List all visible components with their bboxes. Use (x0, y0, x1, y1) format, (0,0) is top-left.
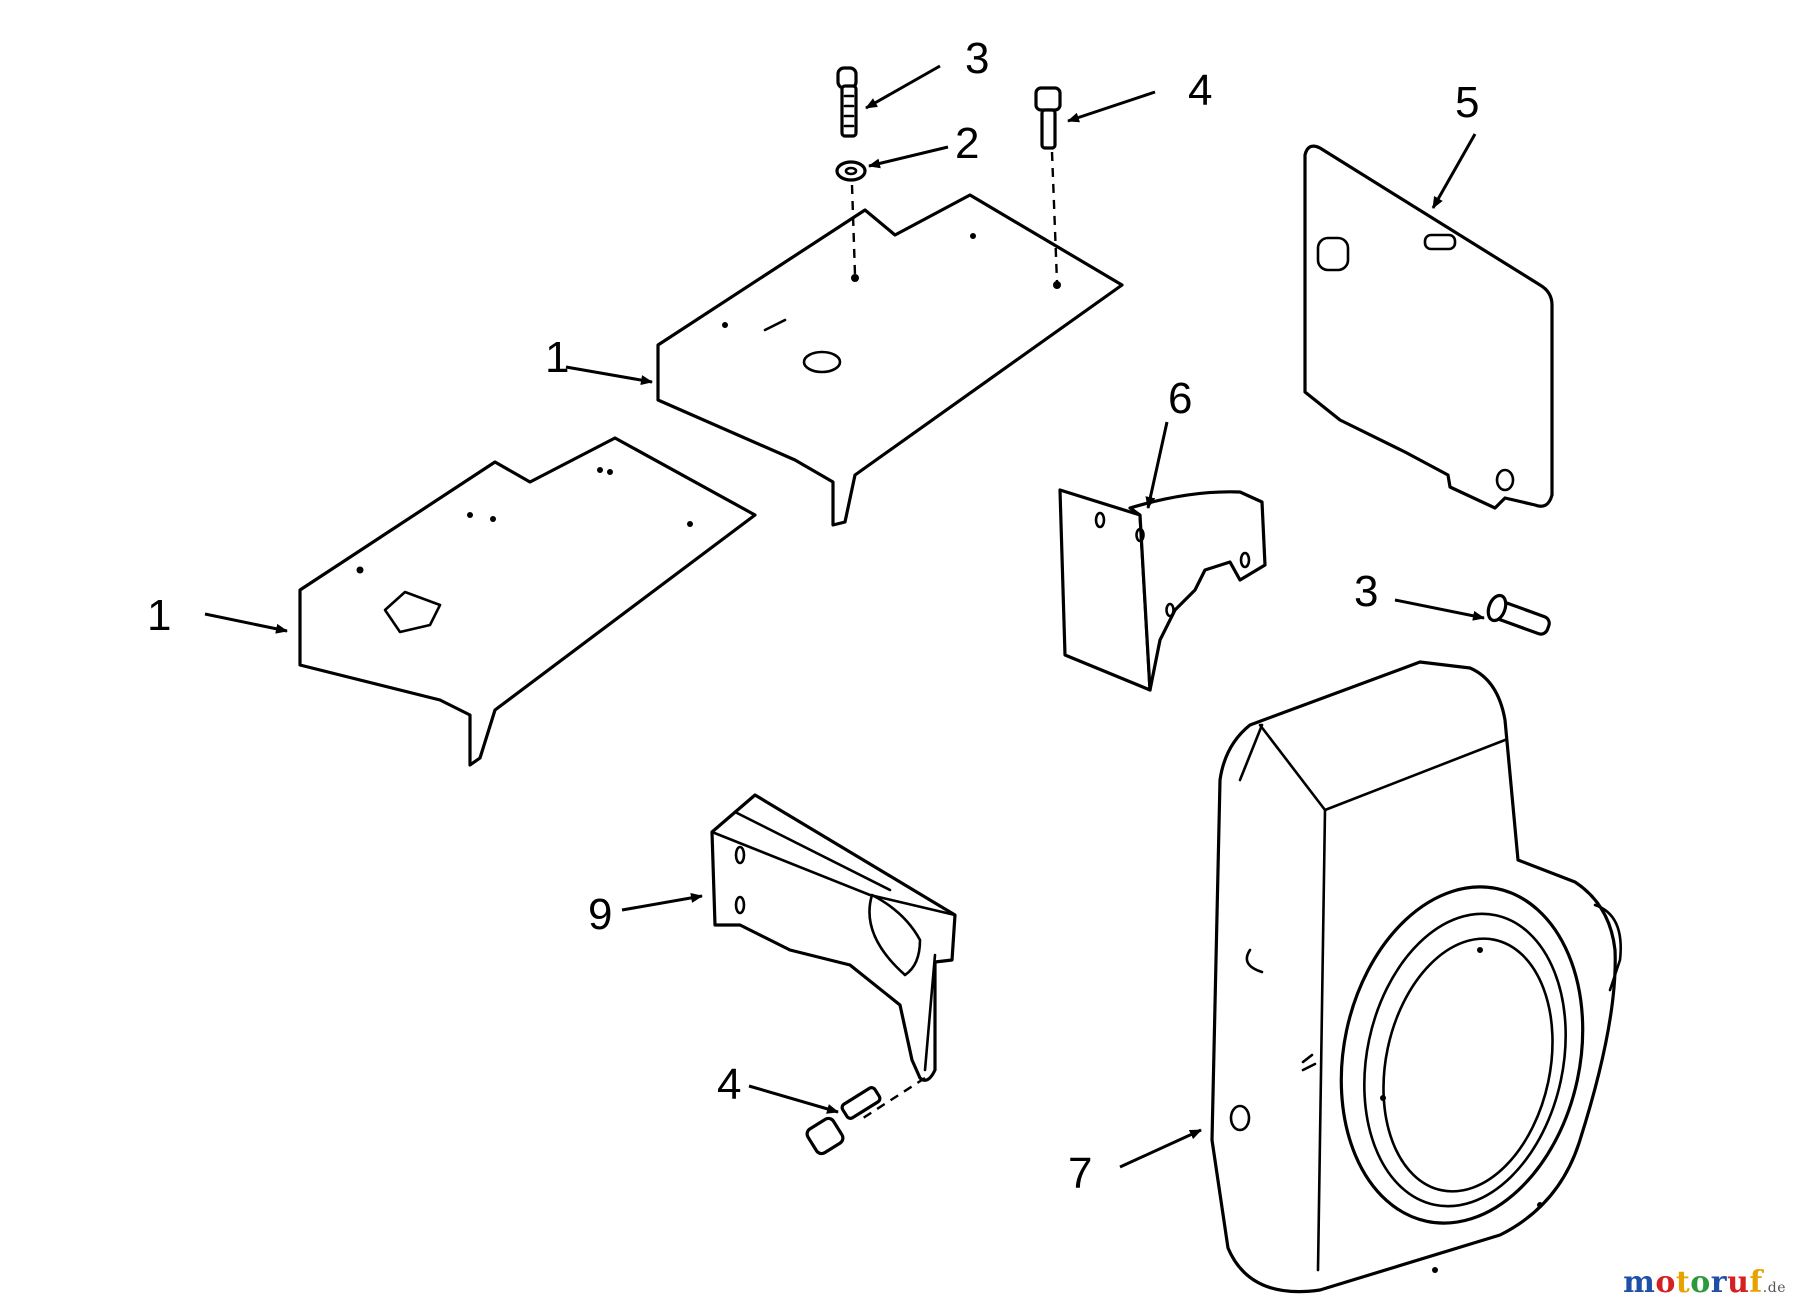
screw-upper (836, 66, 858, 138)
watermark-suffix: .de (1762, 1280, 1786, 1296)
watermark-logo: motoruf.de (1623, 1265, 1786, 1300)
assembly-line-2 (1050, 151, 1059, 283)
callout-7: 7 (1068, 1149, 1092, 1198)
watermark-letter: t (1675, 1265, 1691, 1300)
callout-6: 6 (1168, 374, 1192, 423)
callout-1-lower: 1 (147, 591, 171, 640)
shroud-plate-upper (656, 193, 1124, 527)
assembly-line-3 (859, 1076, 926, 1122)
bolt-upper (1034, 86, 1062, 150)
callout-9: 9 (588, 890, 612, 939)
watermark-letter: f (1749, 1265, 1763, 1300)
blower-housing (1210, 660, 1622, 1294)
callout-5: 5 (1455, 78, 1479, 127)
callout-3-right: 3 (1354, 567, 1378, 616)
callout-4-lower: 4 (717, 1060, 741, 1109)
bolt-lower (805, 1086, 882, 1156)
callout-4-upper: 4 (1188, 66, 1212, 115)
callout-1-upper: 1 (545, 333, 569, 382)
watermark-letter: u (1727, 1265, 1750, 1300)
small-baffle (1058, 488, 1267, 692)
callout-3-upper: 3 (965, 34, 989, 83)
watermark-letter: m (1623, 1265, 1656, 1300)
leader-arrows (204, 64, 1485, 1169)
shroud-plate-lower (298, 436, 757, 767)
watermark-letters: motoruf (1623, 1265, 1763, 1300)
watermark-letter: o (1655, 1265, 1676, 1300)
callout-2: 2 (955, 119, 979, 168)
bracket (710, 793, 957, 1082)
watermark-letter: o (1690, 1265, 1711, 1300)
side-baffle (1303, 144, 1554, 510)
watermark-letter: r (1710, 1265, 1728, 1300)
washer (835, 160, 867, 182)
screw-right (1486, 593, 1551, 636)
